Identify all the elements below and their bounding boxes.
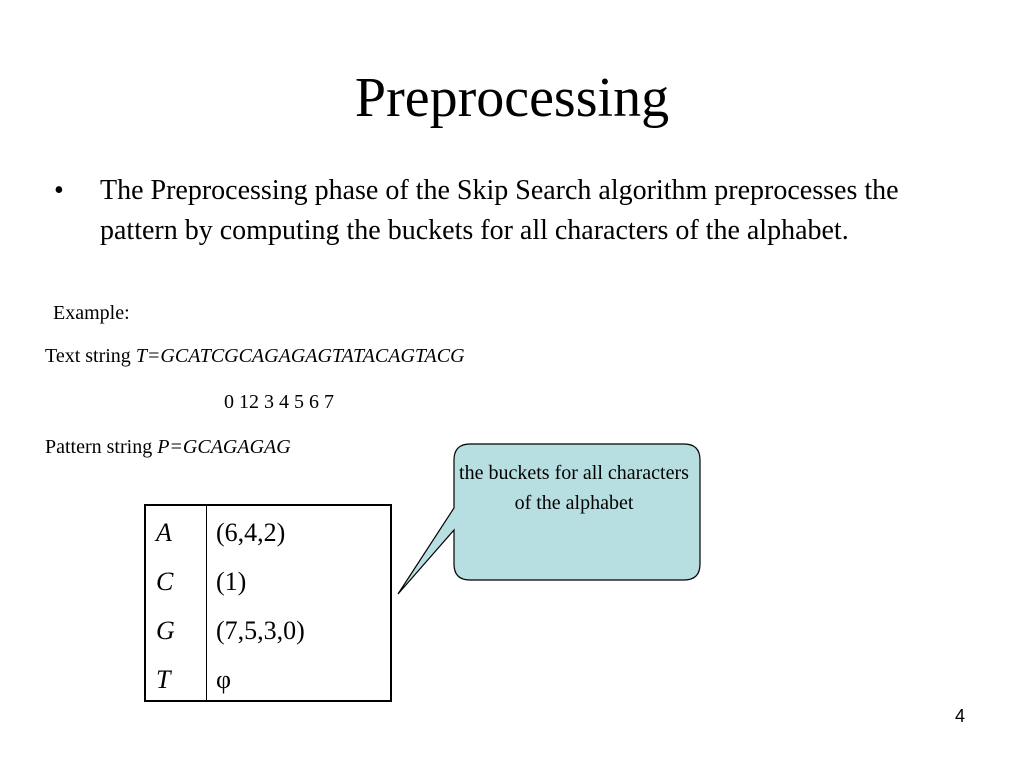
- callout-bubble: the buckets for all characters of the al…: [390, 440, 710, 600]
- pattern-string-line: Pattern string P=GCAGAGAG: [45, 435, 291, 459]
- bucket-char: T: [156, 665, 171, 694]
- text-string-line: Text string T=GCATCGCAGAGAGTATACAGTACG: [45, 344, 465, 368]
- bucket-values: (7,5,3,0): [216, 616, 305, 645]
- bucket-char: G: [156, 616, 175, 645]
- text-string-value: T=GCATCGCAGAGAGTATACAGTACG: [135, 345, 465, 367]
- bucket-row: C (1): [146, 557, 390, 607]
- bucket-values: φ: [216, 665, 232, 694]
- bucket-values: (6,4,2): [216, 518, 286, 547]
- bullet-text: The Preprocessing phase of the Skip Sear…: [100, 175, 899, 246]
- bucket-row: G (7,5,3,0): [146, 606, 390, 656]
- bullet-dot: •: [54, 175, 64, 206]
- bucket-row: A (6,4,2): [146, 508, 390, 558]
- callout-shape: [397, 443, 701, 595]
- slide-title: Preprocessing: [354, 67, 670, 129]
- bucket-table-divider: [206, 506, 207, 700]
- bucket-table: A (6,4,2) C (1) G (7,5,3,0) T φ: [144, 504, 392, 702]
- bucket-row: T φ: [146, 655, 390, 705]
- pattern-string-value: P=GCAGAGAG: [157, 436, 291, 458]
- pattern-indices: 0 12 3 4 5 6 7: [224, 391, 334, 413]
- bullet-item: • The Preprocessing phase of the Skip Se…: [54, 171, 904, 251]
- bucket-values: (1): [216, 567, 247, 596]
- example-label: Example:: [53, 302, 130, 324]
- callout-text: the buckets for all characters of the al…: [459, 462, 689, 514]
- page-number: 4: [954, 706, 965, 726]
- bucket-char: A: [156, 518, 172, 547]
- bucket-char: C: [156, 567, 174, 596]
- text-string-label: Text string: [45, 345, 136, 367]
- pattern-string-label: Pattern string: [45, 436, 158, 458]
